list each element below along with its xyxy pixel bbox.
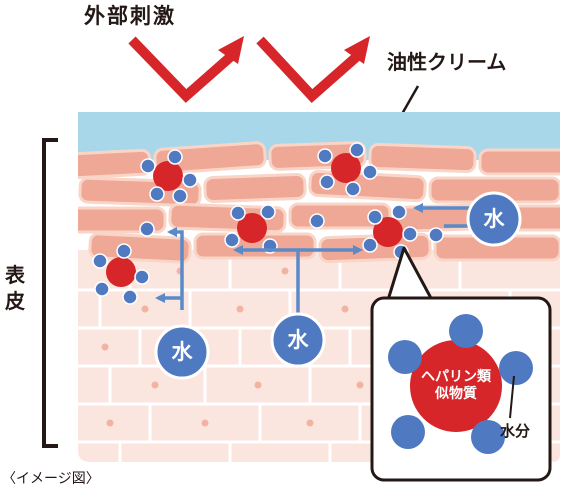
water-badge-label: 水 <box>287 328 309 352</box>
heparinoid-molecule <box>224 204 278 254</box>
water-arrow-icon <box>155 203 470 316</box>
water-badge-label: 水 <box>171 340 193 364</box>
zoom-callout <box>370 246 552 482</box>
epidermis-bracket-icon <box>42 138 58 448</box>
water-badge <box>270 312 326 368</box>
water-badge-label: 水 <box>483 207 505 231</box>
water-badge <box>154 324 210 380</box>
cream-layer <box>78 112 560 160</box>
free-water-dots <box>139 213 444 243</box>
water-badge <box>466 191 522 247</box>
image-caption: 〈イメージ図〉 <box>2 471 100 487</box>
heparinoid-label: ヘパリン類似物質 <box>421 369 491 402</box>
external-stimulus-label: 外部刺激 <box>84 4 176 28</box>
epidermis-label: 表皮 <box>5 263 25 313</box>
heparinoid-molecule <box>140 149 198 204</box>
stimulus-arrow-icon <box>128 36 244 103</box>
oily-cream-label: 油性クリーム <box>387 50 507 74</box>
water-content-label: 水分 <box>500 422 531 440</box>
stimulus-arrow-icon <box>256 36 370 103</box>
heparinoid-molecule <box>92 243 150 305</box>
heparinoid-molecule <box>317 142 378 197</box>
